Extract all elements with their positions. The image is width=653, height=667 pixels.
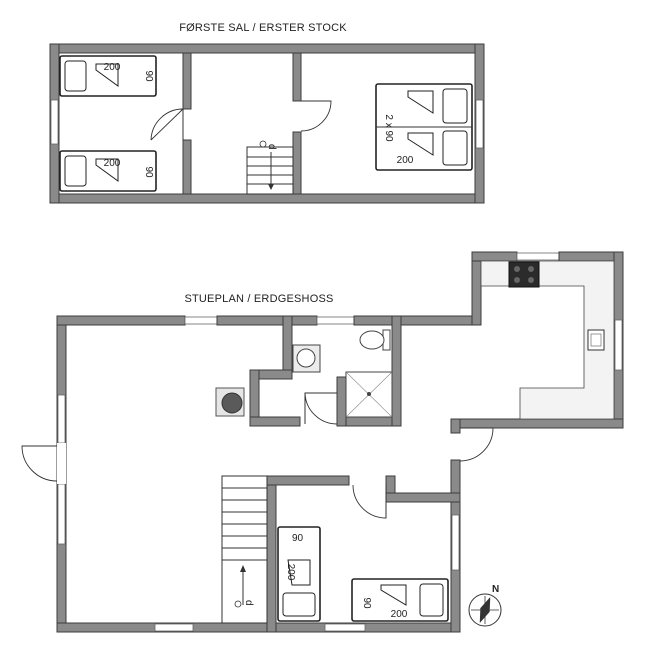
bedroom-wall-left xyxy=(266,475,277,633)
upper-bed-top-left: 200 90 xyxy=(59,55,157,97)
upper-wall-bottom xyxy=(49,193,485,204)
kitchen-window-top xyxy=(516,252,560,261)
ground-wall-top-left xyxy=(56,315,186,326)
upper-wall-top xyxy=(49,43,485,54)
ground-wall-top-mid xyxy=(216,315,318,326)
ground-window-right xyxy=(451,514,460,571)
upper-door-left-arc xyxy=(150,108,184,141)
kitchen-wall-left xyxy=(471,251,482,326)
ground-window-top-1 xyxy=(184,316,218,325)
compass: N xyxy=(468,584,502,627)
ground-bed-1-width: 90 xyxy=(292,533,304,544)
upper-bed-top-left-length: 200 xyxy=(104,62,121,73)
bath-wall-left xyxy=(282,315,293,379)
compass-north-label: N xyxy=(492,584,499,595)
toilet xyxy=(359,330,385,350)
ground-floor: d 90 200 200 90 xyxy=(21,251,624,633)
bath-door-arc xyxy=(304,392,338,425)
upper-partition-1a xyxy=(182,52,192,110)
ground-stairs: d xyxy=(221,475,268,624)
upper-bed-right: 2 x 90 200 xyxy=(375,83,473,171)
kitchen-window-right xyxy=(614,319,623,371)
ground-bed-2-width: 90 xyxy=(361,597,372,609)
ground-window-left-bottom xyxy=(57,483,66,545)
entrance-door-arc xyxy=(21,445,58,482)
ground-window-bottom-2 xyxy=(324,623,366,632)
upper-stairs-label: d xyxy=(266,144,277,150)
ground-stairs-label: d xyxy=(243,600,254,606)
ground-wall-top-right xyxy=(353,315,481,326)
upper-bed-bottom-left-length: 200 xyxy=(104,158,121,169)
side-door-arc xyxy=(459,427,494,462)
kitchen-wall-bottom xyxy=(450,418,624,429)
ground-window-top-2 xyxy=(316,316,355,325)
bedroom-door-arc xyxy=(352,484,387,519)
compass-needle xyxy=(479,597,491,623)
ground-floor-title: STUEPLAN / ERDGESHOSS xyxy=(184,293,333,305)
ground-window-bottom-1 xyxy=(154,623,194,632)
bedroom-wall-top-1 xyxy=(266,475,350,486)
upper-window-left xyxy=(50,99,59,145)
upper-bed-top-left-width: 90 xyxy=(143,70,154,82)
kitchen-wall-top-1 xyxy=(471,251,518,262)
upper-partition-2a xyxy=(292,52,302,102)
ground-bed-1-length: 200 xyxy=(285,564,296,581)
ground-wall-bottom xyxy=(56,622,460,633)
upper-floor-title: FØRSTE SAL / ERSTER STOCK xyxy=(179,22,347,34)
upper-floor: d 200 90 200 90 2 x 90 200 xyxy=(49,43,485,204)
upper-partition-1b xyxy=(182,139,192,195)
bath-wall-bottom-2 xyxy=(336,416,402,427)
ground-bed-2: 200 90 xyxy=(351,578,449,622)
upper-stairs: d xyxy=(246,140,294,195)
upper-door-right-arc xyxy=(300,100,332,132)
upper-bed-bottom-left: 200 90 xyxy=(59,150,157,192)
kitchen-wall-stub xyxy=(450,418,461,434)
ground-bed-1: 90 200 xyxy=(277,526,321,622)
upper-bed-right-length: 200 xyxy=(397,155,414,166)
kitchen-wall-top-2 xyxy=(558,251,624,262)
upper-bed-bottom-left-width: 90 xyxy=(143,166,154,178)
bath-wall-bottom-1 xyxy=(249,416,301,427)
upper-bed-right-width: 2 x 90 xyxy=(383,114,394,142)
ground-window-left-top xyxy=(57,394,66,444)
bedroom-wall-top-2 xyxy=(385,492,461,503)
kitchen-stove xyxy=(508,261,540,288)
ground-bed-2-length: 200 xyxy=(391,609,408,620)
bath-wall-inner xyxy=(336,376,347,427)
wood-stove xyxy=(221,392,243,414)
bath-wall-right xyxy=(391,315,402,427)
upper-window-right xyxy=(475,99,484,149)
upper-partition-2b xyxy=(292,131,302,195)
entrance-opening xyxy=(57,443,66,484)
